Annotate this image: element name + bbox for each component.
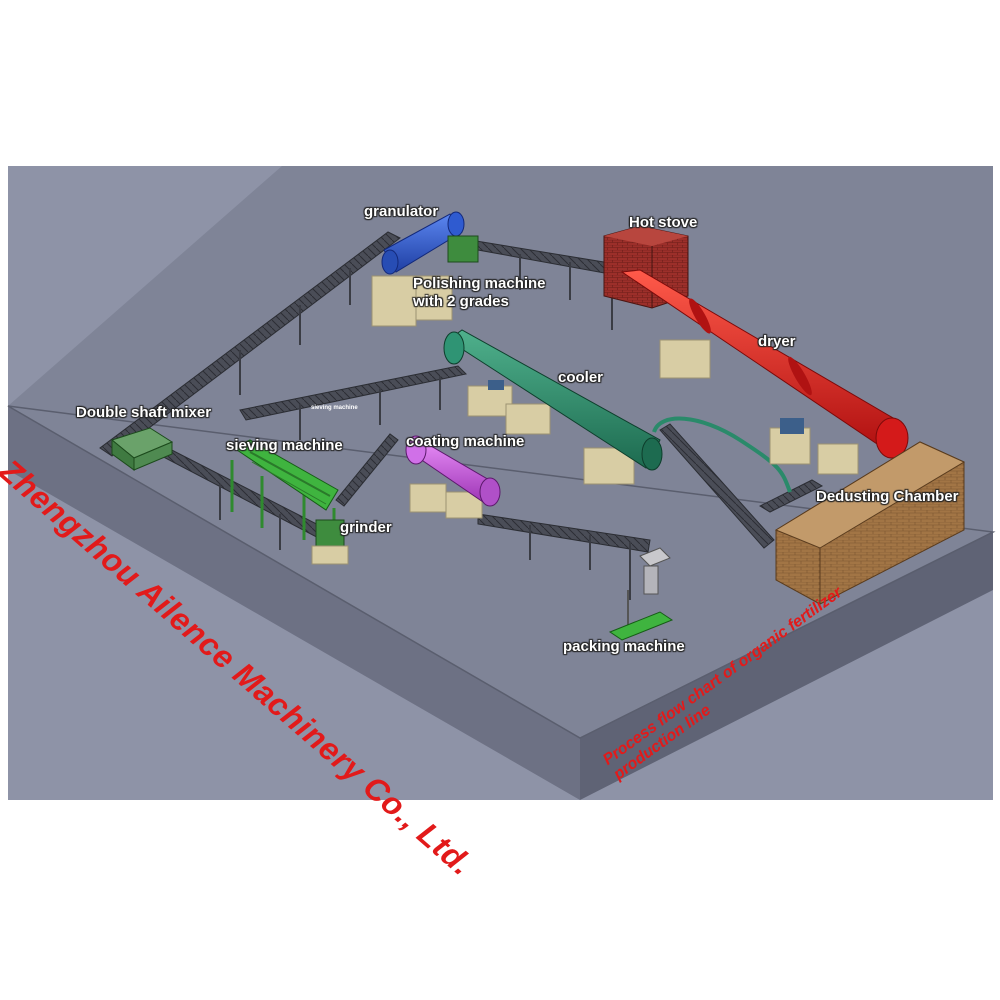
dryer-drum: [620, 269, 909, 475]
label-dryer: dryer: [758, 333, 796, 350]
label-sieving-machine: sieving machine: [226, 437, 343, 454]
polishing-machine: [447, 235, 479, 263]
packing-machine: [608, 547, 674, 641]
label-polishing-line1: Polishing machine: [413, 275, 546, 292]
granulator-drum: [371, 211, 479, 327]
label-grinder: grinder: [340, 519, 392, 536]
coating-machine: [405, 435, 501, 519]
label-hot-stove: Hot stove: [629, 214, 698, 231]
conveyor-cooler-to-dedusting: [659, 423, 824, 549]
conveyor-mixer-to-granulator: [99, 231, 401, 457]
conveyor-grinder-to-coating: [335, 433, 399, 507]
label-sieving-machine-small: sieving machine: [311, 405, 358, 411]
conveyor-cooler-to-sieving: [239, 365, 468, 440]
cooler-drum: [443, 329, 663, 485]
label-granulator: granulator: [364, 203, 439, 220]
conveyor-coating-to-packing: [477, 513, 651, 600]
label-polishing-line2: with 2 grades: [413, 293, 509, 310]
double-shaft-mixer: [110, 427, 174, 471]
label-dedusting-chamber: Dedusting Chamber: [816, 488, 959, 505]
grinder-machine: [311, 519, 349, 565]
dedusting-chamber: [774, 441, 966, 605]
label-double-shaft-mixer: Double shaft mixer: [76, 404, 212, 421]
label-coating-machine: coating machine: [406, 433, 525, 450]
label-packing-machine: packing machine: [563, 638, 685, 655]
floor-front-side: [580, 532, 993, 800]
label-cooler: cooler: [558, 369, 604, 386]
floor-top: [8, 166, 993, 738]
floor-left-side: [8, 406, 580, 800]
dust-pipe: [652, 416, 792, 493]
